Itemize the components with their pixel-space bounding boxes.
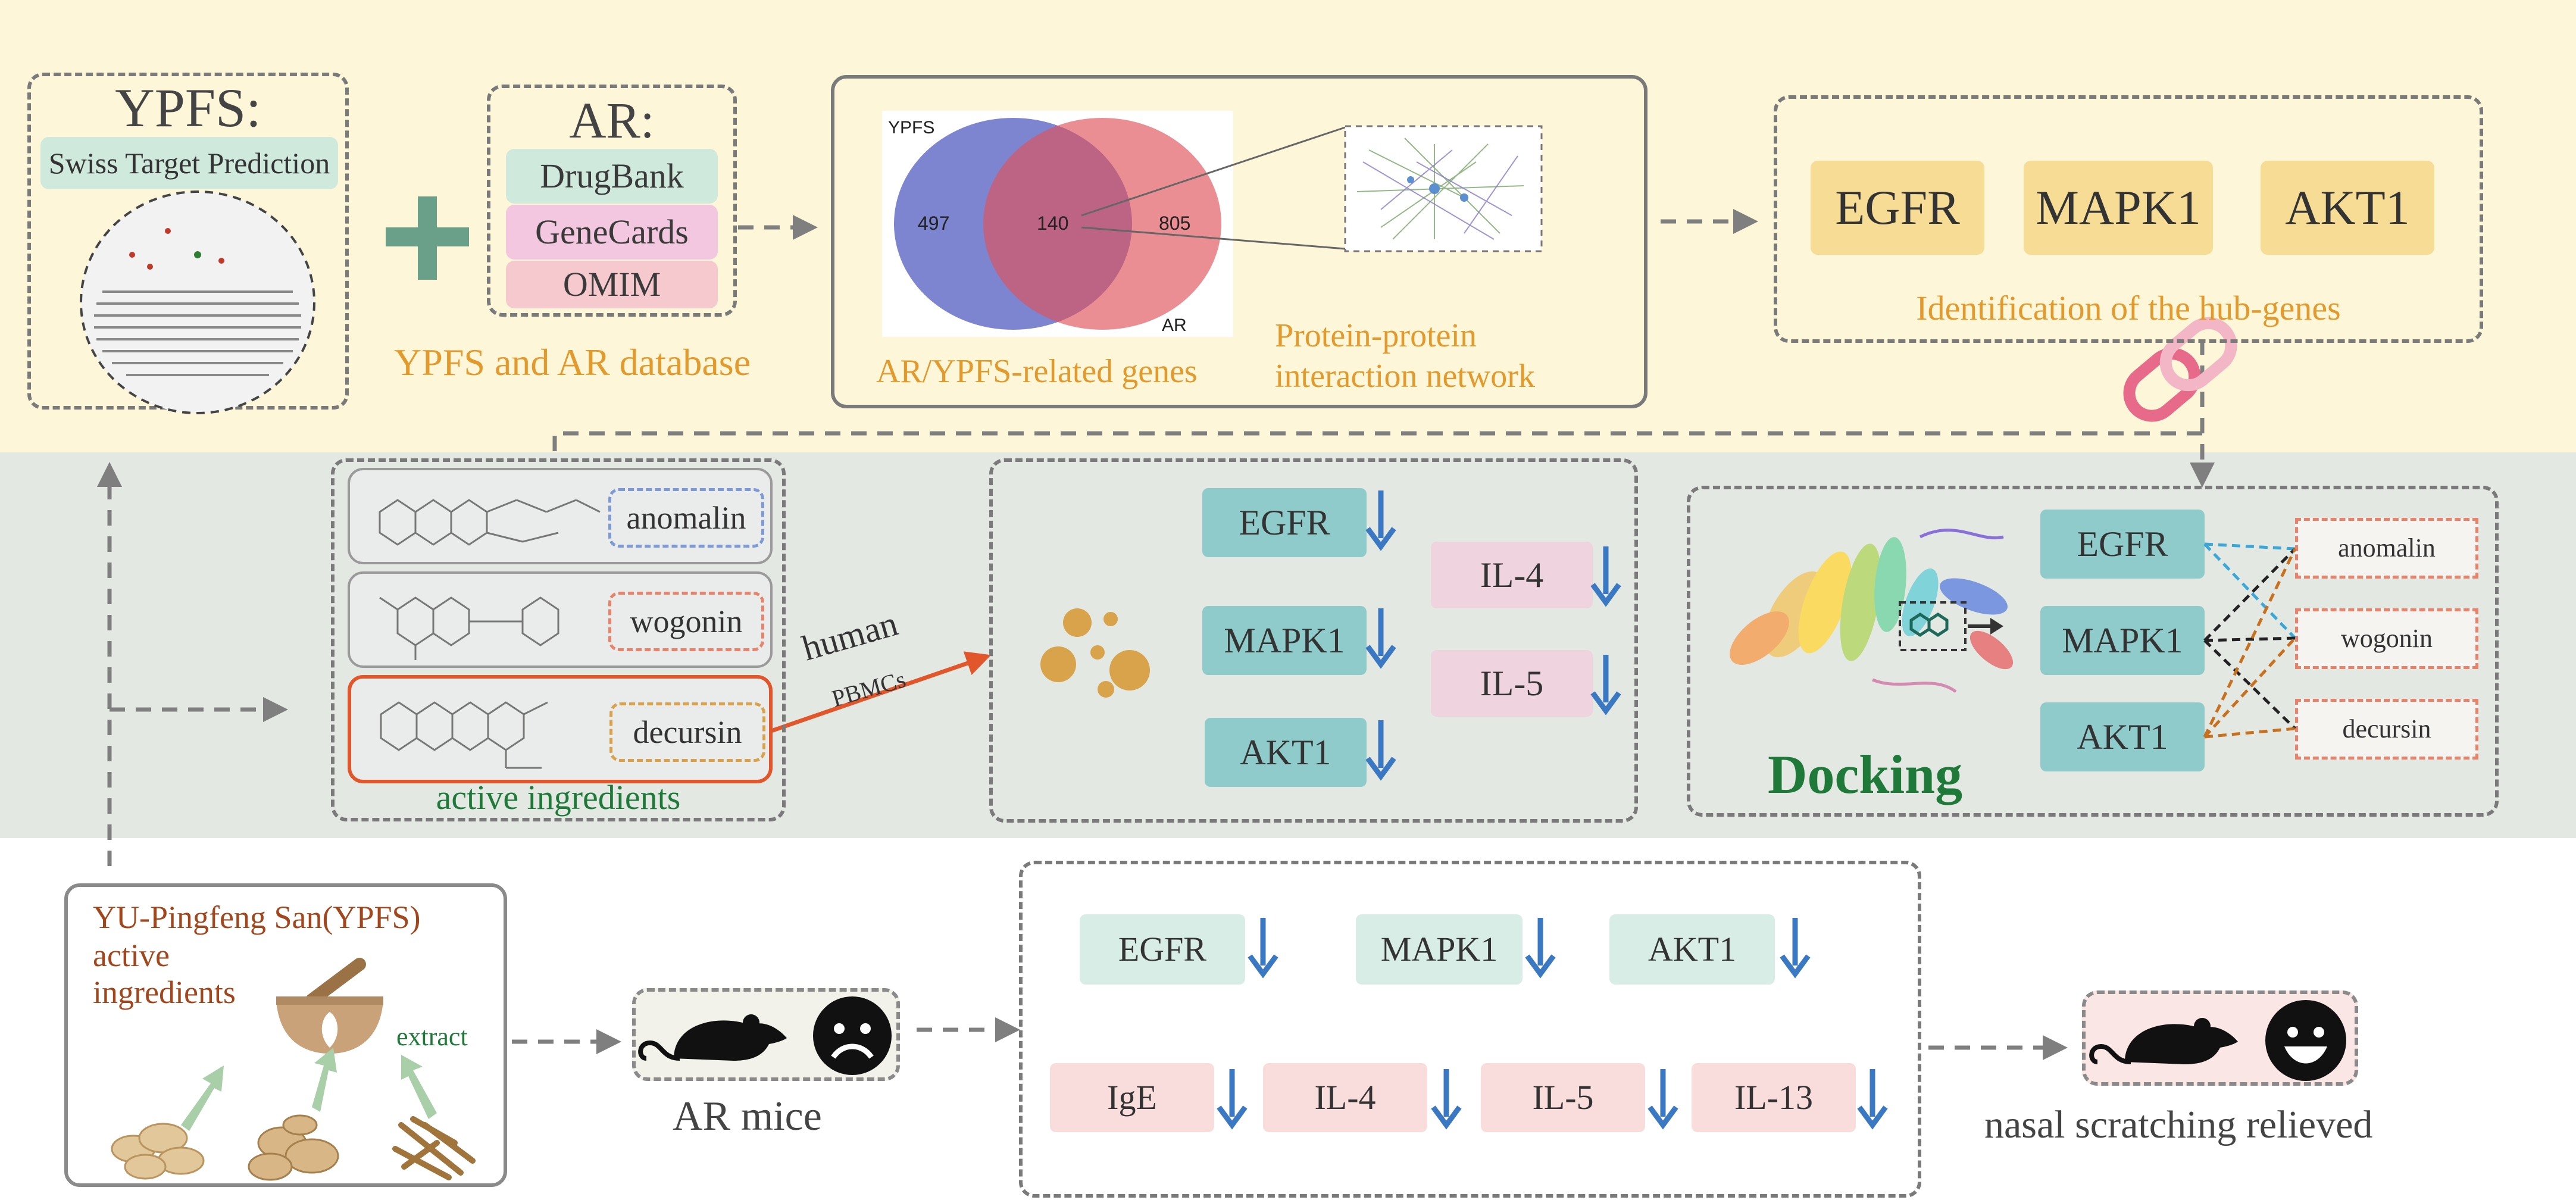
docking-ligand-anomalin: anomalin: [2295, 518, 2478, 579]
ypfs-source-line2: active: [93, 938, 170, 973]
wogonin-structure: [379, 596, 559, 660]
decursin-label: decursin: [609, 702, 765, 762]
pbmc-results-box: EGFR MAPK1 AKT1 IL-4 IL-5: [989, 458, 1638, 823]
genecards-label: GeneCards: [506, 205, 718, 260]
docking-gene-akt1: AKT1: [2040, 702, 2205, 771]
docking-ligand-decursin: decursin: [2295, 699, 2478, 760]
venn-overlap-count: 140: [1037, 213, 1068, 234]
mice-results-box: EGFR MAPK1 AKT1 IgE IL-4 IL-5 IL-13: [1019, 861, 1921, 1198]
ypfs-source-box: YU-Pingfeng San(YPFS) active ingredients…: [64, 883, 507, 1187]
outcome-label: nasal scratching relieved: [1984, 1103, 2373, 1146]
ingredients-caption: active ingredients: [436, 778, 681, 817]
mice-down-arrows: [1217, 918, 1888, 1130]
ppi-caption-line1: Protein-protein: [1275, 317, 1477, 354]
link-icon: [2123, 317, 2237, 422]
pbmc-down-arrows: [1365, 490, 1621, 781]
ypfs-title: YPFS:: [115, 77, 261, 138]
venn-left-label: YPFS: [888, 118, 934, 138]
plus-icon: [386, 196, 469, 280]
rat-icon: [638, 1014, 787, 1061]
cells-icon: [1040, 608, 1150, 698]
drugbank-label: DrugBank: [506, 149, 718, 204]
venn-caption: AR/YPFS-related genes: [876, 353, 1198, 390]
ingredients-box: anomalin wogonin decursin ac: [331, 458, 786, 821]
docking-links: [2203, 542, 2297, 739]
rat-icon: [2089, 1018, 2238, 1064]
mice-egfr: EGFR: [1080, 914, 1245, 985]
pbmc-il4: IL-4: [1431, 542, 1593, 608]
anomalin-label: anomalin: [608, 488, 764, 548]
ingredient-row-wogonin: wogonin: [348, 571, 773, 668]
ppi-zoom-lines: [1081, 126, 1346, 250]
sad-face-icon: [813, 996, 892, 1075]
outcome-box: [2082, 990, 2358, 1086]
ingredient-row-anomalin: anomalin: [348, 468, 773, 564]
wogonin-label: wogonin: [608, 592, 764, 651]
ppi-network-image: [1344, 125, 1543, 252]
swiss-target-label: Swiss Target Prediction: [40, 137, 338, 189]
mortar-pestle-icon: [276, 958, 383, 1054]
ypfs-box: YPFS: Swiss Target Prediction: [27, 73, 349, 414]
docking-box: Docking EGFR MAPK1 AKT1 anomalin wogonin…: [1687, 486, 2499, 817]
mice-akt1: AKT1: [1609, 914, 1775, 985]
pbmc-akt1: AKT1: [1205, 718, 1367, 787]
docking-gene-egfr: EGFR: [2040, 510, 2205, 579]
ar-mice-label: AR mice: [673, 1093, 822, 1139]
herb-to-mortar-arrows: [181, 1048, 437, 1131]
pbmc-mapk1: MAPK1: [1202, 606, 1367, 675]
ypfs-source-line3: ingredients: [93, 974, 236, 1010]
pbmc-il5: IL-5: [1431, 650, 1593, 717]
docking-ligand-wogonin: wogonin: [2295, 608, 2478, 669]
hub-caption: Identification of the hub-genes: [1916, 289, 2341, 327]
herb-images: [111, 1114, 476, 1181]
hub-gene-egfr: EGFR: [1811, 161, 1984, 255]
hub-gene-mapk1: MAPK1: [2024, 161, 2213, 255]
venn-diagram: YPFS AR 497 140 805: [882, 111, 1233, 337]
mice-mapk1: MAPK1: [1356, 914, 1523, 985]
venn-right-count: 805: [1159, 213, 1190, 234]
hub-genes-box: EGFR MAPK1 AKT1 Identification of the hu…: [1774, 95, 2483, 343]
mice-il13: IL-13: [1692, 1063, 1856, 1132]
decursin-structure: [380, 701, 548, 769]
docking-gene-mapk1: MAPK1: [2040, 606, 2205, 675]
hub-gene-akt1: AKT1: [2261, 161, 2434, 255]
venn-right-label: AR: [1162, 315, 1187, 335]
venn-left-count: 497: [918, 213, 949, 234]
ar-box: AR: DrugBank GeneCards OMIM: [487, 85, 737, 317]
mice-il5: IL-5: [1481, 1063, 1645, 1132]
protein-structure-image: [1730, 529, 2014, 693]
ypfs-source-line1: YU-Pingfeng San(YPFS): [93, 899, 421, 935]
omim-label: OMIM: [506, 261, 718, 308]
ingredient-row-decursin: decursin: [348, 675, 773, 783]
arrow-pbmc: [767, 651, 992, 735]
ar-mice-box: [632, 988, 900, 1081]
ppi-caption-line2: interaction network: [1275, 358, 1535, 395]
mice-ige: IgE: [1050, 1063, 1214, 1132]
extract-label: extract: [396, 1022, 468, 1051]
arrow-hub-back: [552, 431, 2202, 458]
docking-title: Docking: [1768, 744, 1963, 805]
database-caption: YPFS and AR database: [394, 341, 751, 383]
venn-ppi-box: YPFS AR 497 140 805 AR/YPFS-related gene…: [831, 75, 1647, 408]
pbmc-egfr: EGFR: [1202, 488, 1367, 557]
mice-il4: IL-4: [1263, 1063, 1427, 1132]
target-network-image: [80, 190, 315, 414]
ar-title: AR:: [569, 92, 655, 149]
anomalin-structure: [379, 499, 601, 546]
happy-face-icon: [2265, 1000, 2346, 1081]
